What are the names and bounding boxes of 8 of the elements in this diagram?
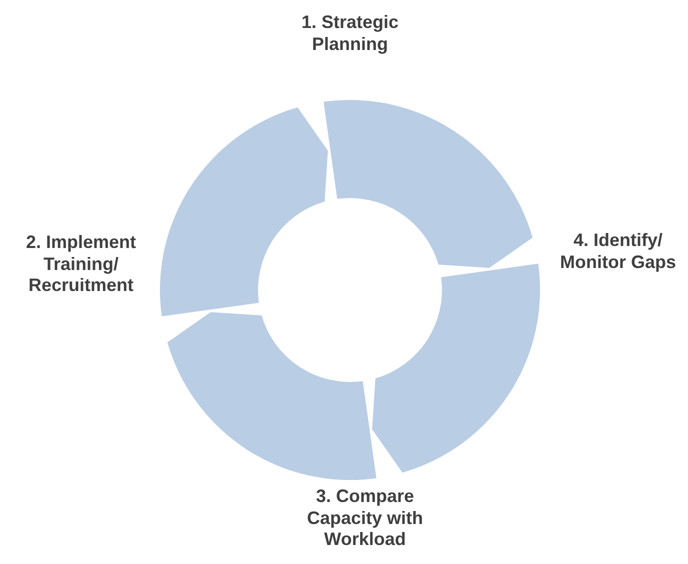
- cycle-arrow: [167, 312, 376, 480]
- cycle-arrow: [324, 100, 533, 268]
- stage-label: 4. Identify/ Monitor Gaps: [552, 230, 684, 274]
- stage-label: 1. Strategic Planning: [285, 12, 415, 56]
- stage-label: 3. Compare Capacity with Workload: [285, 486, 445, 551]
- cycle-arrow: [372, 264, 540, 473]
- stage-label: 2. Implement Training/ Recruitment: [5, 232, 157, 297]
- cycle-arrow: [160, 107, 328, 316]
